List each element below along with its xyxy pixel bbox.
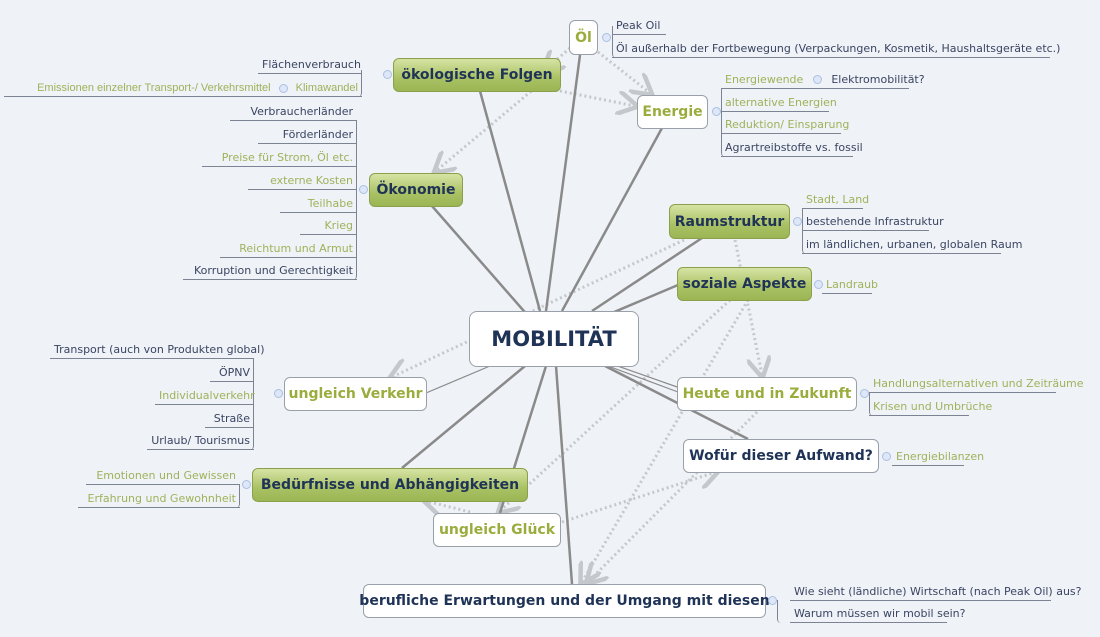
leaf[interactable]: Straße: [205, 411, 254, 428]
topic-ungleich-verkehr[interactable]: ungleich Verkehr: [284, 377, 427, 411]
topic-heute-und-in-zukunft[interactable]: Heute und in Zukunft: [677, 377, 857, 411]
collapse-icon[interactable]: [274, 389, 283, 398]
collapse-icon[interactable]: [812, 75, 822, 84]
leaf[interactable]: Förderländer: [258, 127, 357, 144]
leaf[interactable]: Landraub: [822, 277, 878, 294]
leaf-agrartreibstoffe[interactable]: Agrartreibstoffe vs. fossil: [721, 140, 863, 157]
topic-soziale-aspekte[interactable]: soziale Aspekte: [677, 267, 812, 301]
collapse-icon[interactable]: [359, 185, 368, 194]
leaf[interactable]: Emotionen und Gewissen: [86, 468, 240, 485]
leaf-elektromobilitaet[interactable]: Elektromobilität?: [831, 73, 925, 86]
leaf[interactable]: Warum müssen wir mobil sein?: [790, 606, 965, 623]
leaf-oel-ausserhalb[interactable]: Öl außerhalb der Fortbewegung (Verpackun…: [612, 41, 1060, 58]
collapse-icon[interactable]: [793, 217, 802, 226]
topic-oekonomie[interactable]: Ökonomie: [369, 173, 463, 207]
topic-raumstruktur[interactable]: Raumstruktur: [669, 204, 790, 239]
leaf[interactable]: Verbraucherländer: [230, 104, 357, 121]
leaf[interactable]: im ländlichen, urbanen, globalen Raum: [802, 237, 1022, 254]
collapse-icon[interactable]: [278, 83, 288, 93]
bracket: [869, 392, 875, 416]
central-topic[interactable]: MOBILITÄT: [469, 311, 639, 367]
leaf[interactable]: Teilhabe: [280, 196, 357, 213]
leaf[interactable]: Reichtum und Armut: [220, 241, 357, 258]
collapse-icon[interactable]: [602, 33, 611, 42]
leaf[interactable]: bestehende Infrastruktur: [802, 214, 944, 231]
leaf[interactable]: Korruption und Gerechtigkeit: [183, 263, 357, 280]
bracket: [356, 70, 362, 97]
collapse-icon[interactable]: [768, 596, 777, 605]
bracket: [612, 26, 618, 58]
leaf[interactable]: Energiebilanzen: [892, 449, 984, 466]
collapse-icon[interactable]: [383, 70, 392, 79]
leaf-peak-oil[interactable]: Peak Oil: [612, 18, 666, 35]
leaf[interactable]: Krieg: [300, 218, 357, 235]
leaf-klimawandel-label: Klimawandel: [295, 81, 358, 94]
topic-beduerfnisse[interactable]: Bedürfnisse und Abhängigkeiten: [252, 468, 528, 502]
leaf-emissionen[interactable]: Emissionen einzelner Transport-/ Verkehr…: [37, 81, 271, 94]
leaf[interactable]: Transport (auch von Produkten global): [50, 342, 265, 359]
bracket: [802, 208, 808, 254]
leaf-reduktion[interactable]: Reduktion/ Einsparung: [721, 117, 849, 134]
collapse-icon[interactable]: [242, 480, 251, 489]
topic-oel[interactable]: Öl: [569, 20, 598, 55]
leaf[interactable]: Urlaub/ Tourismus: [147, 433, 254, 450]
topic-berufliche-erwartungen[interactable]: berufliche Erwartungen und der Umgang mi…: [359, 584, 770, 618]
topic-energie[interactable]: Energie: [637, 95, 708, 129]
leaf-alternative-energien[interactable]: alternative Energien: [721, 95, 837, 112]
leaf[interactable]: externe Kosten: [248, 173, 357, 190]
topic-oekologische-folgen[interactable]: ökologische Folgen: [393, 58, 561, 92]
leaf[interactable]: Individualverkehr: [155, 388, 255, 405]
collapse-icon[interactable]: [814, 280, 823, 289]
bracket: [234, 484, 240, 508]
leaf-klimawandel[interactable]: Emissionen einzelner Transport-/ Verkehr…: [4, 80, 362, 97]
bracket: [721, 88, 727, 157]
leaf-flaechenverbrauch[interactable]: Flächenverbrauch: [258, 57, 362, 74]
relationship-arrows: [392, 46, 762, 582]
collapse-icon[interactable]: [712, 107, 721, 116]
topic-ungleich-glueck[interactable]: ungleich Glück: [433, 513, 561, 547]
leaf[interactable]: Krisen und Umbrüche: [869, 399, 992, 416]
leaf-energiewende-label: Energiewende: [725, 73, 804, 86]
collapse-icon[interactable]: [882, 452, 891, 461]
leaf-energiewende[interactable]: Energiewende Elektromobilität?: [721, 72, 925, 89]
leaf[interactable]: Stadt, Land: [802, 192, 869, 209]
leaf[interactable]: ÖPNV: [210, 365, 254, 382]
bracket: [351, 120, 357, 280]
topic-wofuer-dieser-aufwand[interactable]: Wofür dieser Aufwand?: [683, 439, 879, 473]
leaf[interactable]: Handlungsalternativen und Zeiträume: [869, 376, 1084, 393]
leaf[interactable]: Erfahrung und Gewohnheit: [78, 491, 240, 508]
bracket: [777, 600, 783, 623]
leaf[interactable]: Preise für Strom, Öl etc.: [202, 150, 357, 167]
collapse-icon[interactable]: [860, 389, 869, 398]
leaf[interactable]: Wie sieht (ländliche) Wirtschaft (nach P…: [790, 584, 1082, 601]
